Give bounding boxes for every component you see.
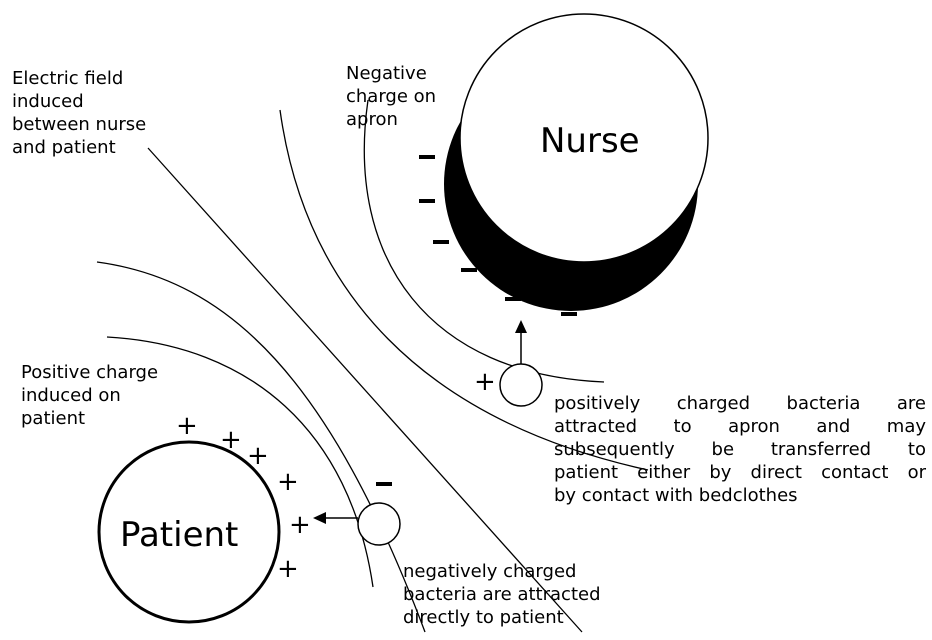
plus-sign: + [220,425,242,455]
nurse-circle [459,13,709,263]
patient-label: Patient [120,515,239,555]
caption-line: directly to patient [403,607,564,628]
caption-line: bacteria are attracted [403,584,601,605]
positive-charge-label: Positive charge induced on patient [21,362,159,429]
field-label: Electric field induced between nurse and… [12,68,147,158]
caption-line: positively charged bacteria are [554,393,926,414]
patient-circle [97,440,281,624]
plus-sign: + [247,441,269,471]
arrow-up-head [515,320,527,333]
arrow-left-head [313,512,326,524]
field-line-2 [279,109,649,471]
positive-bacterium [499,363,543,407]
plus-sign: + [289,510,311,540]
plus-sign: + [474,367,496,397]
negative-bacteria-caption: negatively charged bacteria are attracte… [403,560,643,629]
minus-sign [419,155,435,159]
negative-charge-label: Negative charge on apron [346,63,437,130]
minus-sign [419,199,435,203]
minus-sign [505,297,521,301]
field-line-diagonal [147,147,583,633]
minus-sign [461,268,477,272]
minus-sign [561,312,577,316]
plus-sign: + [176,411,198,441]
plus-sign: + [277,554,299,584]
positive-bacteria-caption: positively charged bacteria are attracte… [554,392,926,507]
negative-bacterium [357,502,401,546]
caption-line: by contact with bedclothes [554,485,798,506]
minus-sign [376,482,392,486]
nurse-label: Nurse [540,121,640,161]
caption-line: attracted to apron and may [554,416,926,437]
minus-sign [433,240,449,244]
caption-line: negatively charged [403,561,577,582]
caption-line: subsequently be transferred to [554,439,926,460]
caption-line: patient either by direct contact or [554,462,926,483]
plus-sign: + [277,467,299,497]
